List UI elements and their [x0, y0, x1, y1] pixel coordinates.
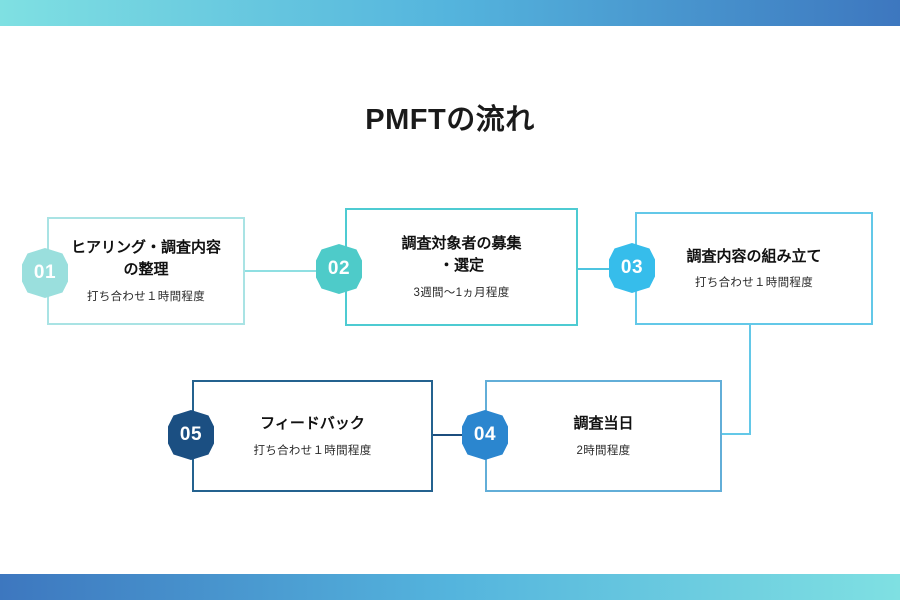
step-title-04: 調査当日 — [573, 415, 634, 433]
step-box-03[interactable]: 調査内容の組み立て 打ち合わせ１時間程度 — [635, 212, 873, 325]
step-badge-04[interactable]: 04 — [462, 410, 508, 460]
connector-03-04-vertical — [749, 325, 751, 435]
step-title-03: 調査内容の組み立て — [686, 247, 822, 265]
step-badge-05[interactable]: 05 — [168, 410, 214, 460]
step-badge-03[interactable]: 03 — [609, 243, 655, 293]
bottom-gradient-bar — [0, 574, 900, 600]
step-box-01[interactable]: ヒアリング・調査内容 の整理 打ち合わせ１時間程度 — [47, 217, 245, 325]
step-duration-02: 3週間〜1ヵ月程度 — [413, 286, 510, 299]
step-duration-04: 2時間程度 — [576, 444, 631, 457]
step-title-01: ヒアリング・調査内容 の整理 — [70, 239, 221, 279]
step-title-05: フィードバック — [260, 415, 365, 433]
step-duration-03: 打ち合わせ１時間程度 — [695, 277, 813, 290]
connector-03-04-horizontal — [722, 433, 751, 435]
step-badge-02[interactable]: 02 — [316, 244, 362, 294]
step-box-05[interactable]: フィードバック 打ち合わせ１時間程度 — [192, 380, 433, 492]
connector-02-03 — [578, 268, 610, 270]
page-title: PMFTの流れ — [365, 104, 535, 136]
step-title-02: 調査対象者の募集 ・選定 — [401, 235, 522, 275]
step-box-04[interactable]: 調査当日 2時間程度 — [485, 380, 722, 492]
connector-04-05 — [433, 434, 464, 436]
connector-01-02 — [245, 270, 317, 272]
step-box-02[interactable]: 調査対象者の募集 ・選定 3週間〜1ヵ月程度 — [345, 208, 578, 326]
step-duration-05: 打ち合わせ１時間程度 — [253, 444, 372, 457]
top-gradient-bar — [0, 0, 900, 26]
step-duration-01: 打ち合わせ１時間程度 — [87, 290, 205, 303]
step-badge-01[interactable]: 01 — [22, 248, 68, 298]
